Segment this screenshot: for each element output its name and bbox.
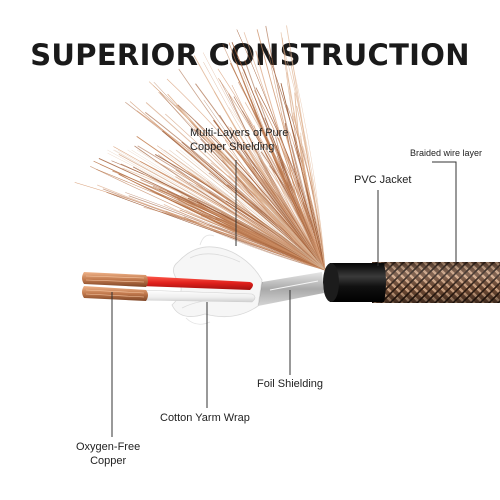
pvc-jacket — [323, 263, 386, 302]
copper-strand — [286, 105, 326, 271]
copper-strand — [97, 184, 326, 271]
copper-strand — [293, 142, 326, 271]
copper-strand — [244, 143, 326, 271]
red-conductor — [82, 272, 253, 290]
copper-strand — [282, 37, 326, 271]
copper-strand — [127, 149, 326, 271]
copper-strand — [221, 149, 326, 271]
copper-strand — [187, 149, 326, 271]
copper-strand — [117, 149, 326, 271]
copper-strand — [183, 149, 326, 271]
copper-strand — [107, 149, 326, 271]
white-conductor — [82, 286, 256, 303]
copper-strand — [174, 158, 326, 271]
copper-strand — [138, 149, 326, 271]
braided-wire-layer — [372, 262, 500, 303]
copper-strand — [211, 149, 326, 271]
copper-strand — [261, 149, 326, 271]
leader-braided-wire-layer — [432, 161, 457, 262]
leader-lines — [111, 160, 457, 437]
copper-strand — [216, 149, 326, 271]
copper-strand — [125, 192, 326, 271]
copper-strand — [228, 107, 326, 271]
copper-strand — [177, 198, 326, 271]
copper-strand — [131, 149, 326, 271]
label-cotton-yarn-wrap: Cotton Yarm Wrap — [160, 412, 250, 424]
label-copper-shielding-line2: Copper Shielding — [190, 140, 275, 153]
copper-shielding-strands — [74, 25, 326, 271]
copper-strand — [269, 136, 326, 271]
copper-strand — [286, 25, 326, 271]
copper-strand — [255, 50, 326, 271]
copper-strand — [160, 149, 326, 271]
copper-strand — [195, 185, 326, 271]
copper-strand — [238, 149, 326, 271]
copper-strand — [217, 68, 326, 271]
label-copper-shielding-line1: Multi-Layers of Pure — [190, 127, 289, 139]
label-braided-wire-layer: Braided wire layer — [410, 148, 483, 158]
copper-strand — [113, 149, 326, 271]
copper-strand — [204, 149, 326, 271]
copper-strand — [176, 149, 326, 271]
label-oxygen-free-copper-line1: Oxygen-Free — [76, 441, 141, 453]
copper-strand — [276, 155, 326, 271]
copper-strand — [289, 52, 326, 271]
label-foil-shielding: Foil Shielding — [257, 378, 324, 390]
copper-strand — [180, 149, 326, 271]
copper-strand — [253, 149, 326, 271]
foil-shielding — [257, 272, 324, 307]
copper-strand — [213, 149, 326, 271]
label-oxygen-free-copper: Oxygen-Free Copper — [76, 441, 140, 469]
copper-strand — [224, 149, 326, 271]
copper-strand — [280, 32, 326, 271]
label-pvc-jacket: PVC Jacket — [354, 174, 412, 186]
page-title: SUPERIOR CONSTRUCTION — [30, 38, 470, 72]
label-oxygen-free-copper-line2: Copper — [90, 454, 127, 467]
copper-strand — [247, 149, 326, 271]
label-copper-shielding: Multi-Layers of Pure Copper Shielding — [190, 127, 288, 155]
copper-strand — [192, 149, 326, 271]
copper-strand — [169, 149, 326, 271]
